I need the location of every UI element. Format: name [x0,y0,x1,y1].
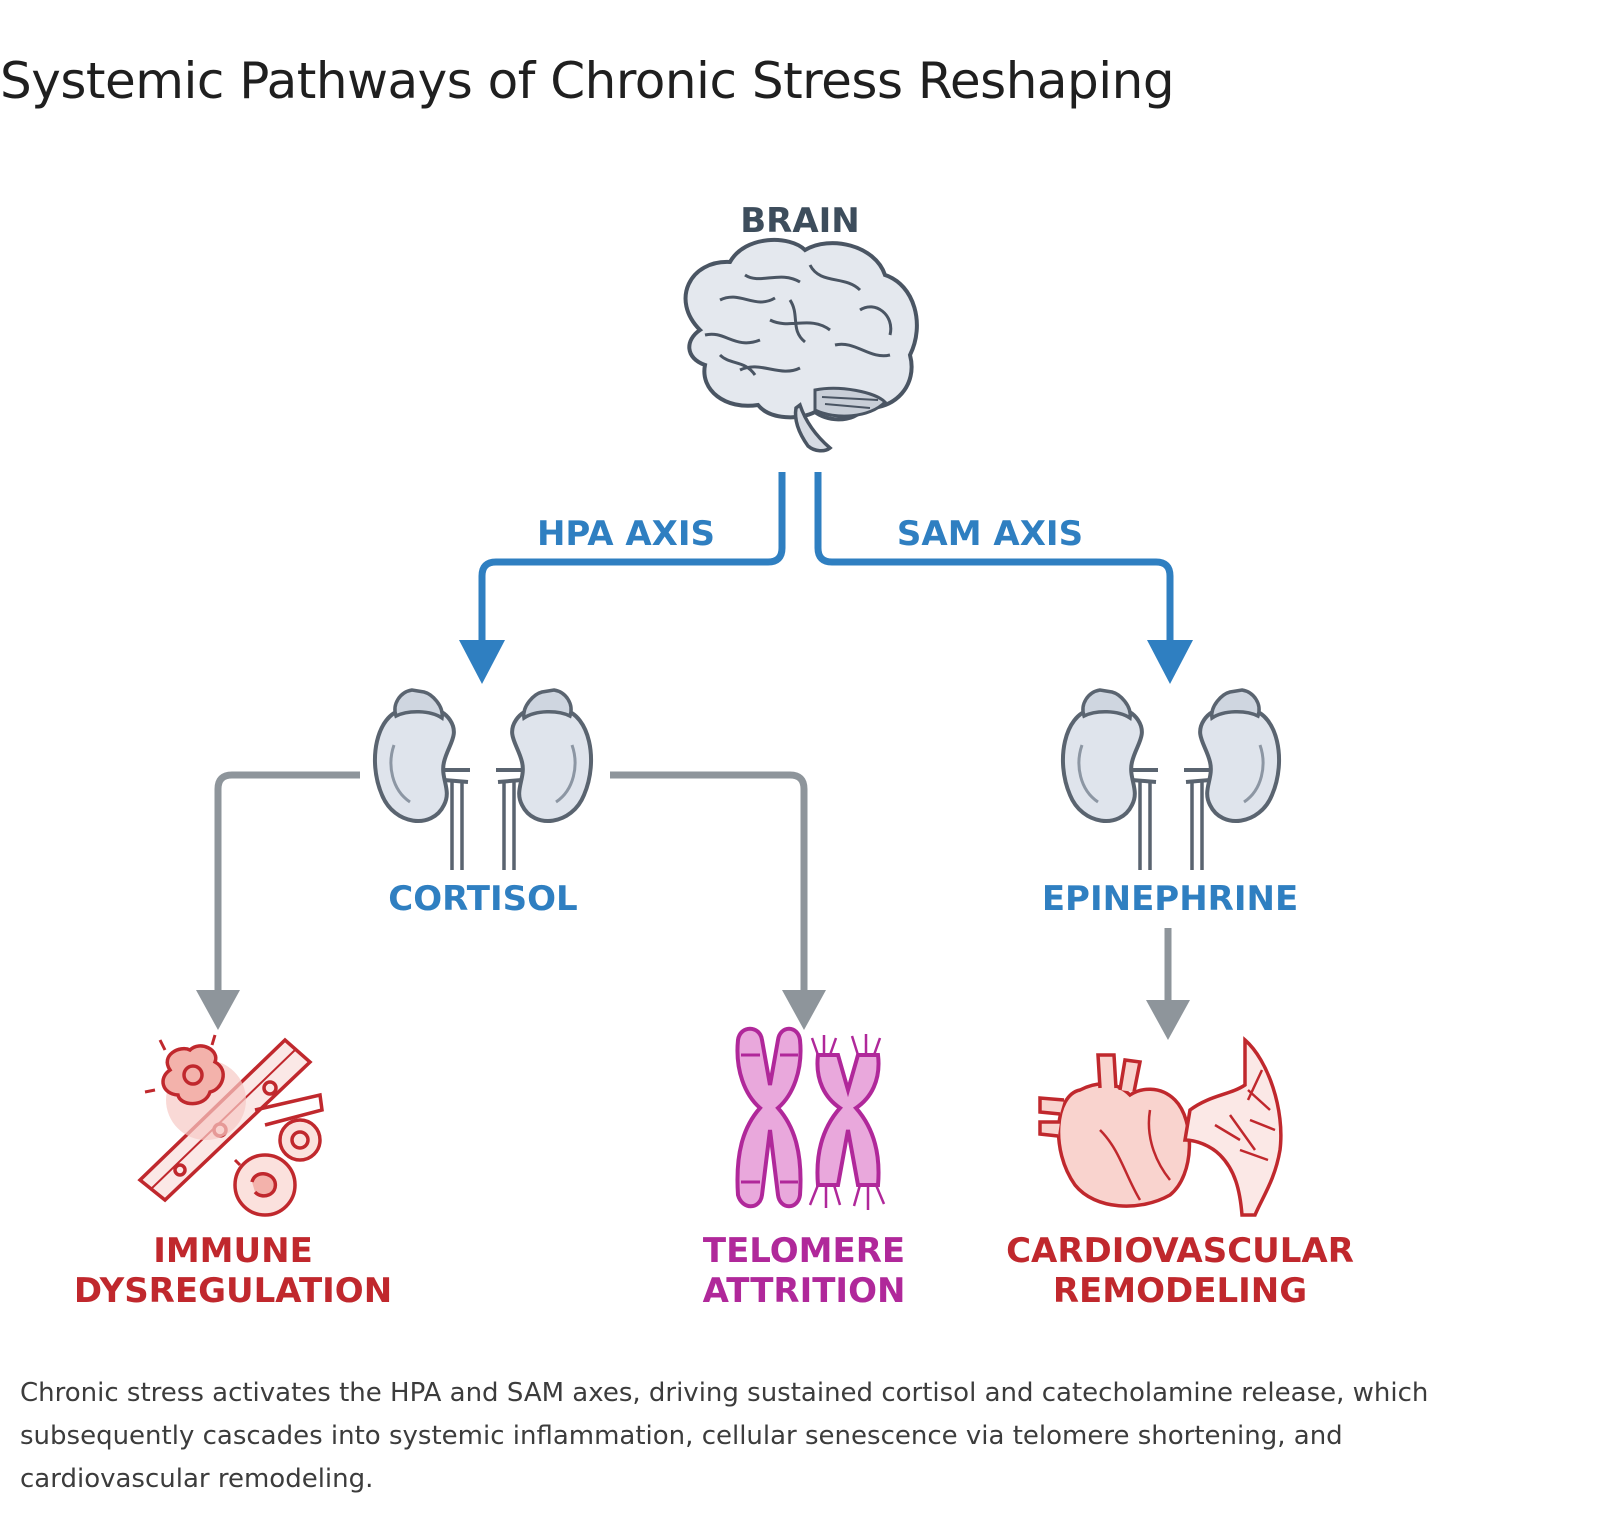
telomere-arrowhead [782,990,826,1030]
immune-arrowhead [196,990,240,1030]
brain-label: BRAIN [740,201,860,241]
kidney-icon [372,688,594,872]
heart-icon [1038,1036,1283,1217]
telomere-label-line2: ATTRITION [703,1271,906,1311]
immune-label-line1: IMMUNE [153,1231,313,1271]
kidney-icon [1060,688,1282,872]
cardio-label-line1: CARDIOVASCULAR [1006,1231,1354,1271]
brain-icon [683,237,919,453]
telomere-label-line1: TELOMERE [703,1231,905,1271]
cortisol-label: CORTISOL [388,879,577,919]
hpa-axis-label: HPA AXIS [537,514,715,554]
sam-arrowhead [1147,640,1193,684]
sam-axis-label: SAM AXIS [897,514,1083,554]
stress-pathway-diagram: BRAIN HPA AXIS SAM AXIS CORTISOL EPINEPH… [74,201,1354,1311]
blood-vessel-icon [137,1034,324,1217]
epinephrine-label: EPINEPHRINE [1042,879,1298,919]
diagram-caption: Chronic stress activates the HPA and SAM… [20,1378,1429,1494]
hpa-arrowhead [459,640,505,684]
immune-label-line2: DYSREGULATION [74,1271,392,1311]
chromosome-icon [735,1026,886,1210]
cardio-arrowhead [1146,1000,1190,1040]
page-title: Systemic Pathways of Chronic Stress Resh… [0,52,1175,110]
cardio-label-line2: REMODELING [1053,1271,1307,1311]
